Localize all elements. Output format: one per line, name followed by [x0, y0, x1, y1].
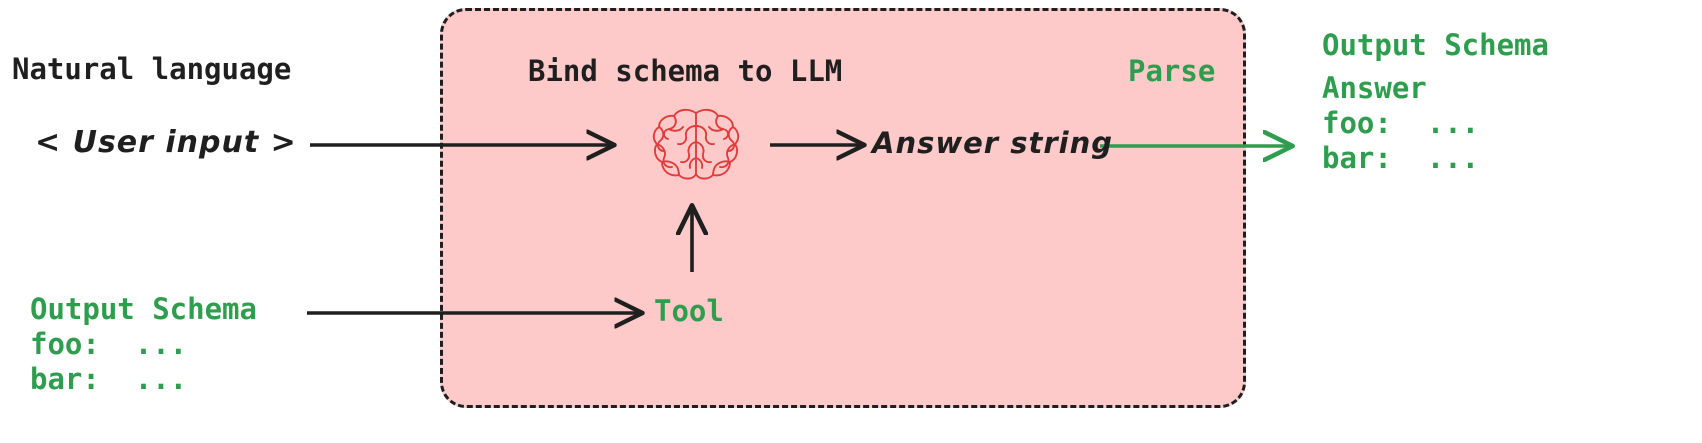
right-output-schema-block: Output Schema Answer foo: ... bar: ...	[1322, 28, 1549, 176]
left-schema-line-bar: bar: ...	[30, 362, 188, 396]
right-schema-line-foo: foo: ...	[1322, 106, 1480, 140]
user-input-label: < User input >	[35, 125, 297, 160]
parse-label: Parse	[1128, 54, 1216, 88]
right-schema-title: Output Schema	[1322, 28, 1549, 62]
left-schema-title: Output Schema	[30, 292, 257, 326]
left-schema-line-foo: foo: ...	[30, 327, 188, 361]
right-schema-spacer	[1322, 63, 1549, 71]
llm-panel	[440, 8, 1246, 408]
natural-language-label: Natural language	[12, 52, 292, 86]
answer-string-label: Answer string	[872, 126, 1113, 160]
tool-label: Tool	[654, 294, 724, 328]
right-schema-answer-label: Answer	[1322, 71, 1427, 105]
bind-schema-label: Bind schema to LLM	[528, 54, 843, 88]
left-output-schema-block: Output Schema foo: ... bar: ...	[30, 292, 257, 397]
brain-icon	[652, 108, 740, 180]
right-schema-line-bar: bar: ...	[1322, 141, 1480, 175]
